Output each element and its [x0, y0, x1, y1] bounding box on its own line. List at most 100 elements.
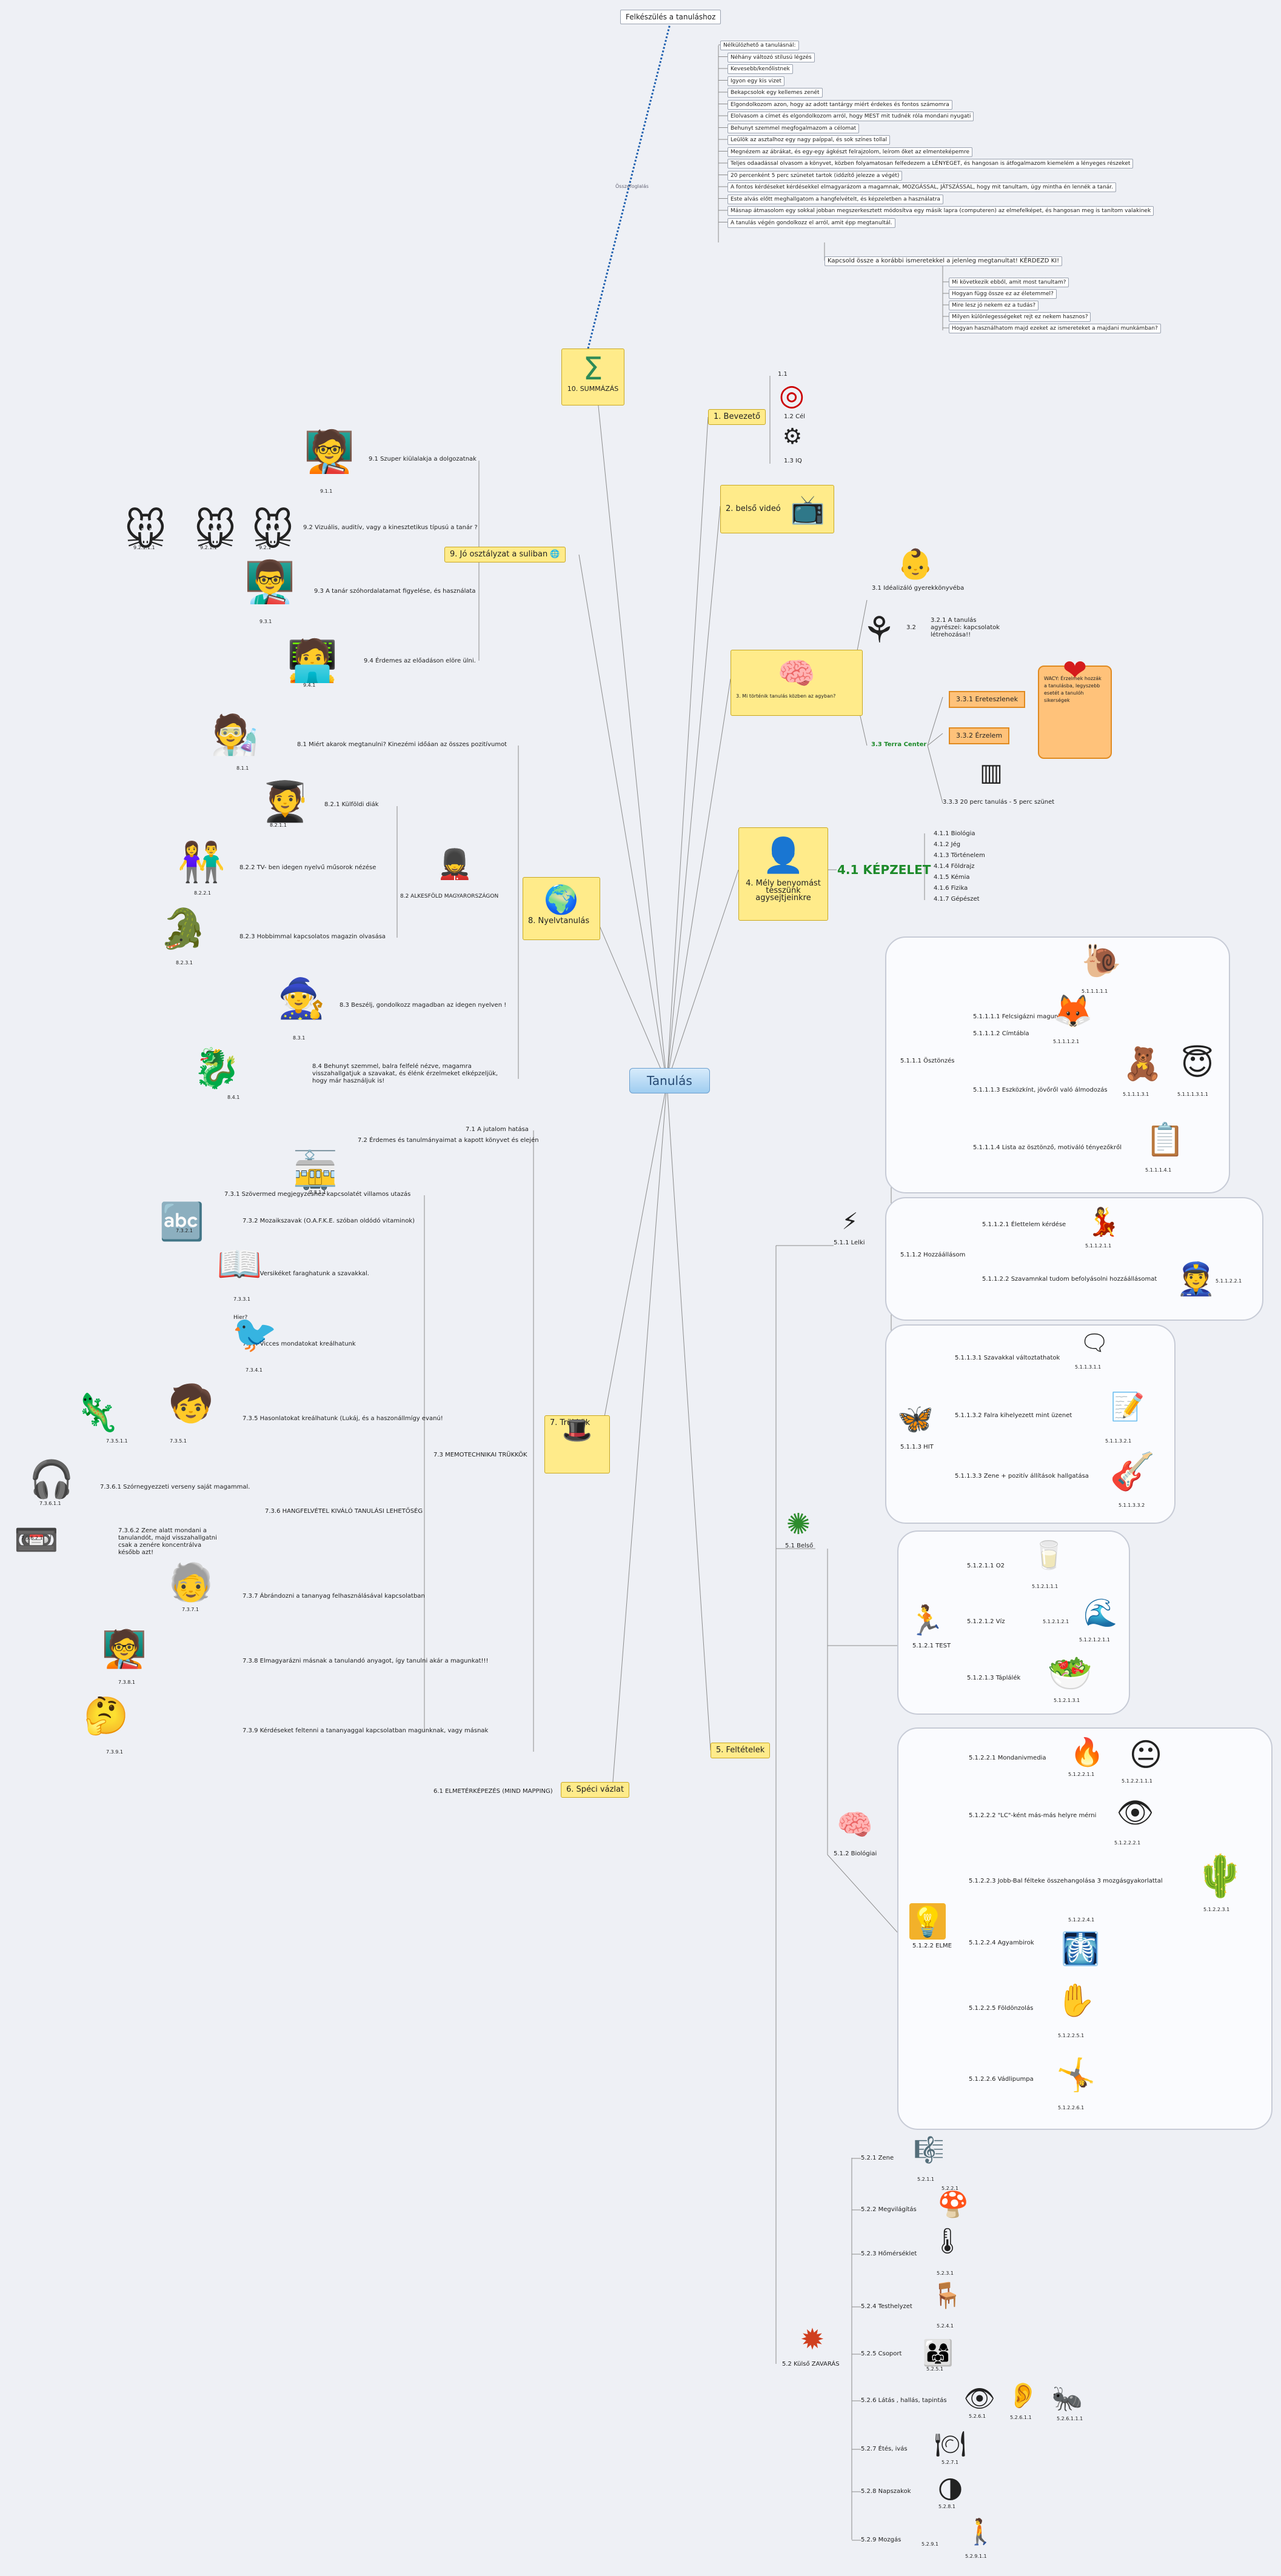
node-7-3[interactable]: 7.3 MEMOTECHNIKAI TRÜKKÖK	[433, 1452, 527, 1458]
question-item[interactable]: Hogyan függ össze ez az életemmel?	[949, 289, 1057, 299]
node-5-1-1[interactable]: 5.1.1 Lelki	[834, 1240, 865, 1246]
branch-9-jo-osztalyzat[interactable]: 9. Jó osztályzat a suliban 🌐	[444, 547, 566, 562]
node-4-1-kepzelet[interactable]: 4.1 KÉPZELET	[837, 863, 931, 877]
node-3-3-terra-center[interactable]: 3.3 Terra Center	[871, 741, 927, 748]
osztonzes-item[interactable]: 5.1.1.1.1 Felcsigázni magunkat	[973, 1013, 1068, 1020]
prep-item[interactable]: Teljes odaadással olvasom a könyvet, köz…	[727, 159, 1134, 169]
kepzelet-item[interactable]: 4.1.1 Biológia	[934, 830, 975, 837]
branch-6-speci-vazlat[interactable]: 6. Spéci vázlat	[561, 1782, 630, 1798]
prep-item[interactable]: A tanulás végén gondolkozz el arról, ami…	[727, 218, 895, 228]
test-item[interactable]: 5.1.2.1.1 O2	[967, 1563, 1005, 1569]
osztonzes-item[interactable]: 5.1.1.1.4 Lista az ösztönző, motiváló té…	[973, 1144, 1122, 1151]
node-5-1-1-2[interactable]: 5.1.1.2 Hozzáállásom	[900, 1252, 966, 1258]
kulso-item[interactable]: 5.2.8 Napszakok	[861, 2488, 911, 2495]
elme-item[interactable]: 5.1.2.2.1 Mondanivmedia	[969, 1755, 1046, 1761]
kulso-item[interactable]: 5.2.4 Testhelyzet	[861, 2303, 912, 2310]
prep-item[interactable]: A fontos kérdéseket kérdésekkel elmagyar…	[727, 182, 1117, 192]
elme-item[interactable]: 5.1.2.2.2 "LC"-ként más-más helyre mérni	[969, 1812, 1097, 1819]
test-item[interactable]: 5.1.2.1.2 Víz	[967, 1618, 1005, 1625]
node-7-3-6-2[interactable]: 7.3.6.2 Zene alatt mondani a tanulandót,…	[118, 1527, 217, 1556]
branch-5-feltetelek[interactable]: 5. Feltételek	[711, 1743, 771, 1758]
node-5-1-1-3[interactable]: 5.1.1.3 HIT	[900, 1444, 934, 1450]
node-7-2[interactable]: 7.2 Érdemes és tanulmányaimat a kapott k…	[358, 1137, 539, 1144]
osztonzes-item[interactable]: 5.1.1.1.3 Eszközkínt, jövőről való álmod…	[973, 1087, 1108, 1093]
prep-item[interactable]: Bekapcsolok egy kellemes zenét	[727, 88, 823, 98]
question-item[interactable]: Mi következik ebből, amit most tanultam?	[949, 278, 1069, 287]
kulso-item[interactable]: 5.2.9 Mozgás	[861, 2537, 901, 2543]
node-5-2-kulso[interactable]: 5.2 Külső ZAVARÁS	[782, 2361, 840, 2367]
memotech-item[interactable]: 7.3.2 Mozaikszavak (O.A.F.K.E. szóban ol…	[242, 1218, 415, 1224]
kepzelet-item[interactable]: 4.1.4 Földrajz	[934, 863, 975, 870]
kulso-item[interactable]: 5.2.1 Zene	[861, 2155, 894, 2161]
osztonzes-item[interactable]: 5.1.1.1.2 Címtábla	[973, 1030, 1029, 1037]
elme-item[interactable]: 5.1.2.2.6 Vádlipumpa	[969, 2076, 1034, 2083]
branch-4-benyomas[interactable]: 👤 4. Mély benyomást tesszünk agysejtjein…	[738, 827, 828, 921]
node-3-3-2[interactable]: 3.3.2 Érzelem	[949, 727, 1010, 744]
node-9-3[interactable]: 9.3 A tanár szóhordalatamat figyelése, é…	[314, 588, 476, 595]
prep-item[interactable]: Igyon egy kis vizet	[727, 76, 785, 86]
hit-item[interactable]: 5.1.1.3.3 Zene + pozitív állítások hallg…	[955, 1473, 1089, 1480]
prep-item[interactable]: 20 percenként 5 perc szünetet tartok (id…	[727, 170, 903, 181]
node-8-2-1[interactable]: 8.2.1 Külföldi diák	[324, 801, 379, 808]
connect-node[interactable]: Kapcsold össze a korábbi ismeretekkel a …	[824, 256, 1063, 266]
test-item[interactable]: 5.1.2.1.3 Táplálék	[967, 1675, 1021, 1681]
node-5-1-2-2[interactable]: 5.1.2.2 ELME	[912, 1943, 952, 1949]
node-5-1-1-1[interactable]: 5.1.1.1 Ösztönzés	[900, 1058, 955, 1064]
memotech-item[interactable]: 7.3.1 Szövermed megjegyzéshez kapcsolaté…	[224, 1191, 411, 1198]
node-5-1-2-1[interactable]: 5.1.2.1 TEST	[912, 1643, 951, 1649]
node-9-1[interactable]: 9.1 Szuper kiülalakja a dolgozatnak	[369, 456, 477, 462]
memotech-item[interactable]: 7.3.3 Versikéket faraghatunk a szavakkal…	[242, 1270, 369, 1277]
node-8-2-2[interactable]: 8.2.2 TV- ben idegen nyelvű műsorok nézé…	[239, 864, 376, 871]
node-8-4[interactable]: 8.4 Behunyt szemmel, balra felfelé nézve…	[312, 1063, 498, 1084]
node-7-3-6-1[interactable]: 7.3.6.1 Szórnegyezzeti verseny saját mag…	[100, 1484, 250, 1490]
node-8-1[interactable]: 8.1 Miért akarok megtanulni? Kinezémi id…	[297, 741, 507, 748]
node-7-1[interactable]: 7.1 A jutalom hatása	[466, 1126, 529, 1133]
kepzelet-item[interactable]: 4.1.7 Gépészet	[934, 896, 980, 903]
prep-item[interactable]: Elgondolkozom azon, hogy az adott tantár…	[727, 99, 952, 110]
memotech-item[interactable]: 7.3.8 Elmagyarázni másnak a tanulandó an…	[242, 1658, 489, 1664]
branch-10-summazas[interactable]: Σ 10. SUMMÁZÁS	[561, 349, 624, 405]
node-6-1[interactable]: 6.1 ELMETÉRKÉPEZÉS (MIND MAPPING)	[433, 1788, 553, 1795]
hozzaallas-item[interactable]: 5.1.1.2.2 Szavamnkal tudom befolyásolni …	[982, 1276, 1157, 1283]
elme-item[interactable]: 5.1.2.2.5 Földönzolás	[969, 2005, 1034, 2012]
node-8-2[interactable]: 8.2 ALKESFÖLD MAGYARORSZÁGON	[400, 893, 499, 899]
node-3-3-1[interactable]: 3.3.1 Ereteszlenek	[949, 691, 1026, 708]
branch-7-trukkok[interactable]: 7. Trükkök 🎩	[544, 1415, 610, 1473]
hit-item[interactable]: 5.1.1.3.2 Falra kihelyezett mint üzenet	[955, 1412, 1072, 1419]
prep-item[interactable]: Kevesebb/kenőlistnek	[727, 64, 793, 74]
prep-item[interactable]: Behunyt szemmel megfogalmazom a célomat	[727, 123, 860, 133]
kulso-item[interactable]: 5.2.6 Látás , hallás, tapintás	[861, 2397, 947, 2404]
hozzaallas-item[interactable]: 5.1.1.2.1 Élettelem kérdése	[982, 1221, 1066, 1228]
prep-item[interactable]: Este alvás előtt meghallgatom a hangfelv…	[727, 194, 944, 204]
kepzelet-item[interactable]: 4.1.6 Fizika	[934, 885, 968, 892]
kulso-item[interactable]: 5.2.2 Megvilágítás	[861, 2206, 917, 2213]
question-item[interactable]: Hogyan használhatom majd ezeket az ismer…	[949, 324, 1161, 333]
prep-item[interactable]: Elolvasom a címet és elgondolkozom arról…	[727, 112, 974, 121]
prep-item[interactable]: Másnap átmasolom egy sokkal jobban megsz…	[727, 206, 1154, 216]
prep-item[interactable]: Nélkülözhető a tanulásnál:	[720, 41, 799, 50]
memotech-item[interactable]: 7.3.9 Kérdéseket feltenni a tananyaggal …	[242, 1727, 489, 1734]
node-9-2[interactable]: 9.2 Vizuális, auditív, vagy a kineszteti…	[303, 524, 478, 531]
branch-2-belso-video[interactable]: 2. belső videó 📺	[720, 485, 834, 533]
node-8-3[interactable]: 8.3 Beszélj, gondolkozz magadban az ideg…	[339, 1002, 507, 1009]
branch-8-nyelvtanulas[interactable]: 🌍 8. Nyelvtanulás	[523, 877, 600, 940]
kepzelet-item[interactable]: 4.1.3 Történelem	[934, 852, 985, 859]
kulso-item[interactable]: 5.2.5 Csoport	[861, 2351, 902, 2357]
central-topic[interactable]: Tanulás	[629, 1068, 710, 1093]
hit-item[interactable]: 5.1.1.3.1 Szavakkal változtathatok	[955, 1355, 1060, 1361]
elme-item[interactable]: 5.1.2.2.4 Agyambirok	[969, 1940, 1034, 1946]
node-9-4[interactable]: 9.4 Érdemes az előadáson elöre ülni.	[364, 658, 476, 664]
branch-1-bevezeto[interactable]: 1. Bevezető	[708, 409, 766, 425]
kulso-item[interactable]: 5.2.7 Étés, ivás	[861, 2446, 908, 2452]
branch-3-agy[interactable]: 🧠 3. Mi történik tanulás közben az agyba…	[731, 650, 863, 716]
kepzelet-item[interactable]: 4.1.5 Kémia	[934, 874, 970, 881]
memotech-item[interactable]: 7.3.6 HANGFELVÉTEL KIVÁLÓ TANULÁSI LEHET…	[265, 1508, 423, 1515]
memotech-item[interactable]: 7.3.7 Ábrándozni a tananyag felhasználás…	[242, 1593, 425, 1600]
node-5-1-belso[interactable]: 5.1 Belső	[785, 1543, 814, 1549]
prep-item[interactable]: Néhány változó stílusú légzés	[727, 52, 815, 62]
question-item[interactable]: Mire lesz jó nekem ez a tudás?	[949, 301, 1039, 310]
prep-item[interactable]: Leülök az asztalhoz egy nagy paíppal, és…	[727, 135, 891, 145]
kepzelet-item[interactable]: 4.1.2 Jég	[934, 841, 961, 848]
node-8-2-3[interactable]: 8.2.3 Hobbimmal kapcsolatos magazin olva…	[239, 933, 386, 940]
memotech-item[interactable]: 7.3.5 Hasonlatokat kreálhatunk (Lukáj, é…	[242, 1415, 443, 1422]
